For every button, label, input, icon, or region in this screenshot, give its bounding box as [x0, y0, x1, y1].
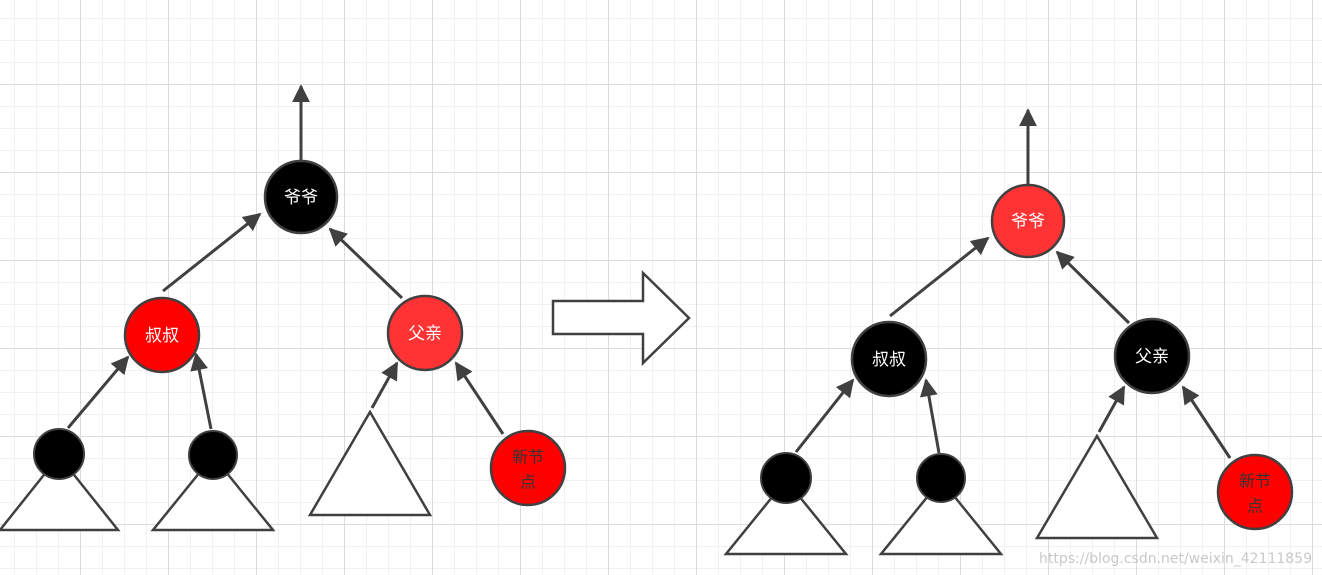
after-left-leaf-1 — [760, 452, 812, 504]
before-edge-subtree-father — [370, 361, 399, 409]
before-uncle-label: 叔叔 — [145, 326, 179, 346]
before-left-subtree-1 — [0, 453, 121, 532]
before-uncle-node: 叔叔 — [123, 296, 201, 374]
after-new-node-label-2: 点 — [1247, 497, 1263, 516]
after-new-node-label-1: 新节 — [1239, 472, 1271, 491]
before-father-node: 父亲 — [386, 294, 464, 372]
after-edge-subtree-father — [1097, 385, 1126, 433]
after-uncle-label: 叔叔 — [872, 350, 906, 370]
after-left-subtree-2 — [878, 478, 1004, 556]
after-edge-new-father — [1181, 385, 1232, 459]
before-edge-father-grandpa — [328, 227, 404, 300]
watermark: https://blog.csdn.net/weixin_42111859 — [1038, 551, 1312, 567]
before-left-subtree-2 — [150, 454, 276, 532]
right-arrow-icon — [551, 270, 691, 366]
after-edge-left2-uncle — [919, 378, 941, 454]
after-uncle-node: 叔叔 — [850, 320, 928, 398]
before-new-node-label-1: 新节 — [512, 448, 544, 467]
after-father-subtree — [1034, 433, 1160, 540]
after-grandpa-node: 爷爷 — [990, 183, 1066, 259]
before-new-node: 新节 点 — [489, 429, 567, 507]
after-edge-left1-uncle — [794, 378, 855, 453]
before-grandpa-node: 爷爷 — [263, 159, 339, 235]
before-father-label: 父亲 — [408, 324, 442, 344]
after-edge-uncle-grandpa — [889, 236, 990, 318]
before-left-leaf-2 — [188, 430, 238, 480]
after-tree: 爷爷 叔叔 父亲 新节 点 — [723, 108, 1294, 556]
after-edge-father-grandpa — [1055, 250, 1131, 325]
after-grandpa-label: 爷爷 — [1011, 212, 1045, 232]
before-left-leaf-1 — [33, 428, 85, 480]
before-tree: 爷爷 叔叔 父亲 新节 点 — [0, 84, 567, 532]
before-edge-left2-uncle — [190, 352, 213, 430]
before-grandpa-label: 爷爷 — [284, 188, 318, 208]
before-edge-uncle-grandpa — [162, 212, 262, 293]
after-new-node: 新节 点 — [1216, 453, 1294, 531]
after-left-subtree-1 — [723, 478, 849, 556]
after-left-leaf-2 — [916, 453, 966, 503]
after-father-node: 父亲 — [1113, 317, 1191, 395]
before-edge-new-father — [454, 361, 505, 435]
before-new-node-label-2: 点 — [520, 473, 536, 492]
before-father-subtree — [307, 409, 433, 517]
after-father-label: 父亲 — [1135, 347, 1169, 367]
before-edge-left1-uncle — [66, 355, 130, 429]
